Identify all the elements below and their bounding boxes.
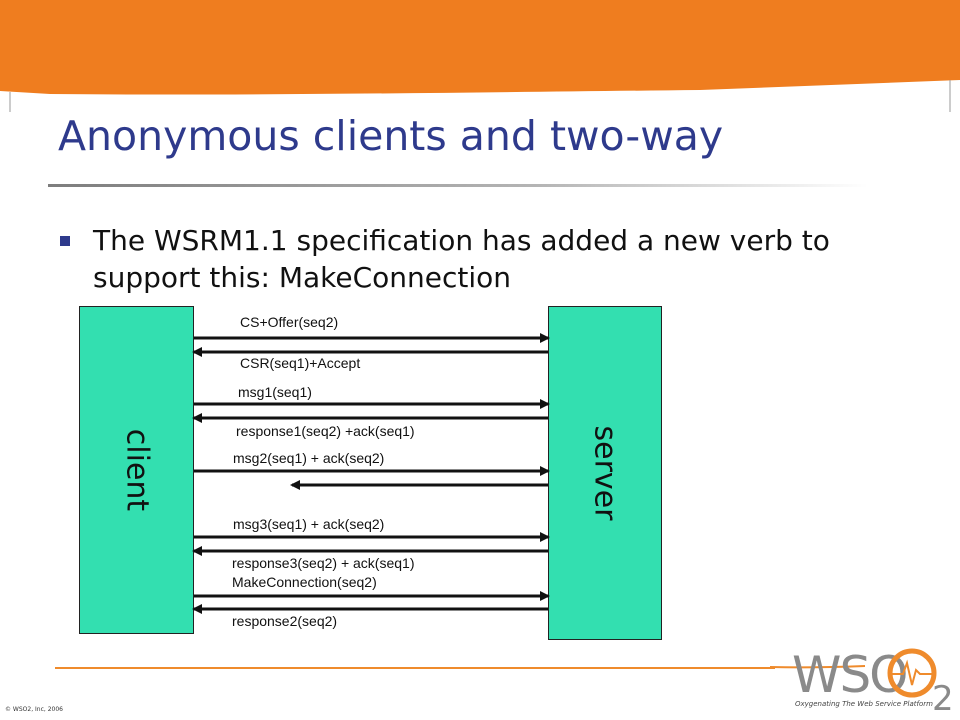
message-label: response2(seq2) bbox=[232, 613, 338, 629]
message-label: MakeConnection(seq2) bbox=[232, 574, 377, 590]
wso2-logo: WSO 2 bbox=[770, 646, 954, 719]
logo-subscript: 2 bbox=[932, 679, 954, 719]
title-divider bbox=[48, 184, 868, 187]
message-label: msg2(seq1) + ack(seq2) bbox=[233, 450, 385, 466]
message-label: msg3(seq1) + ack(seq2) bbox=[233, 516, 385, 532]
logo-tagline: Oxygenating The Web Service Platform bbox=[795, 700, 933, 708]
slide-title: Anonymous clients and two-way bbox=[58, 112, 724, 160]
footer-rule bbox=[55, 667, 775, 669]
message-label: msg1(seq1) bbox=[238, 384, 312, 400]
square-bullet-icon bbox=[60, 236, 70, 246]
message-label: response1(seq2) +ack(seq1) bbox=[236, 423, 415, 439]
message-label: response3(seq2) + ack(seq1) bbox=[232, 555, 415, 571]
bullet-text: The WSRM1.1 specification has added a ne… bbox=[93, 224, 830, 294]
copyright-text: © WSO2, Inc, 2006 bbox=[5, 706, 63, 713]
client-lifeline-box: client bbox=[79, 306, 194, 634]
header-band bbox=[0, 0, 960, 112]
message-label: CSR(seq1)+Accept bbox=[240, 355, 361, 371]
message-label: CS+Offer(seq2) bbox=[240, 314, 339, 330]
